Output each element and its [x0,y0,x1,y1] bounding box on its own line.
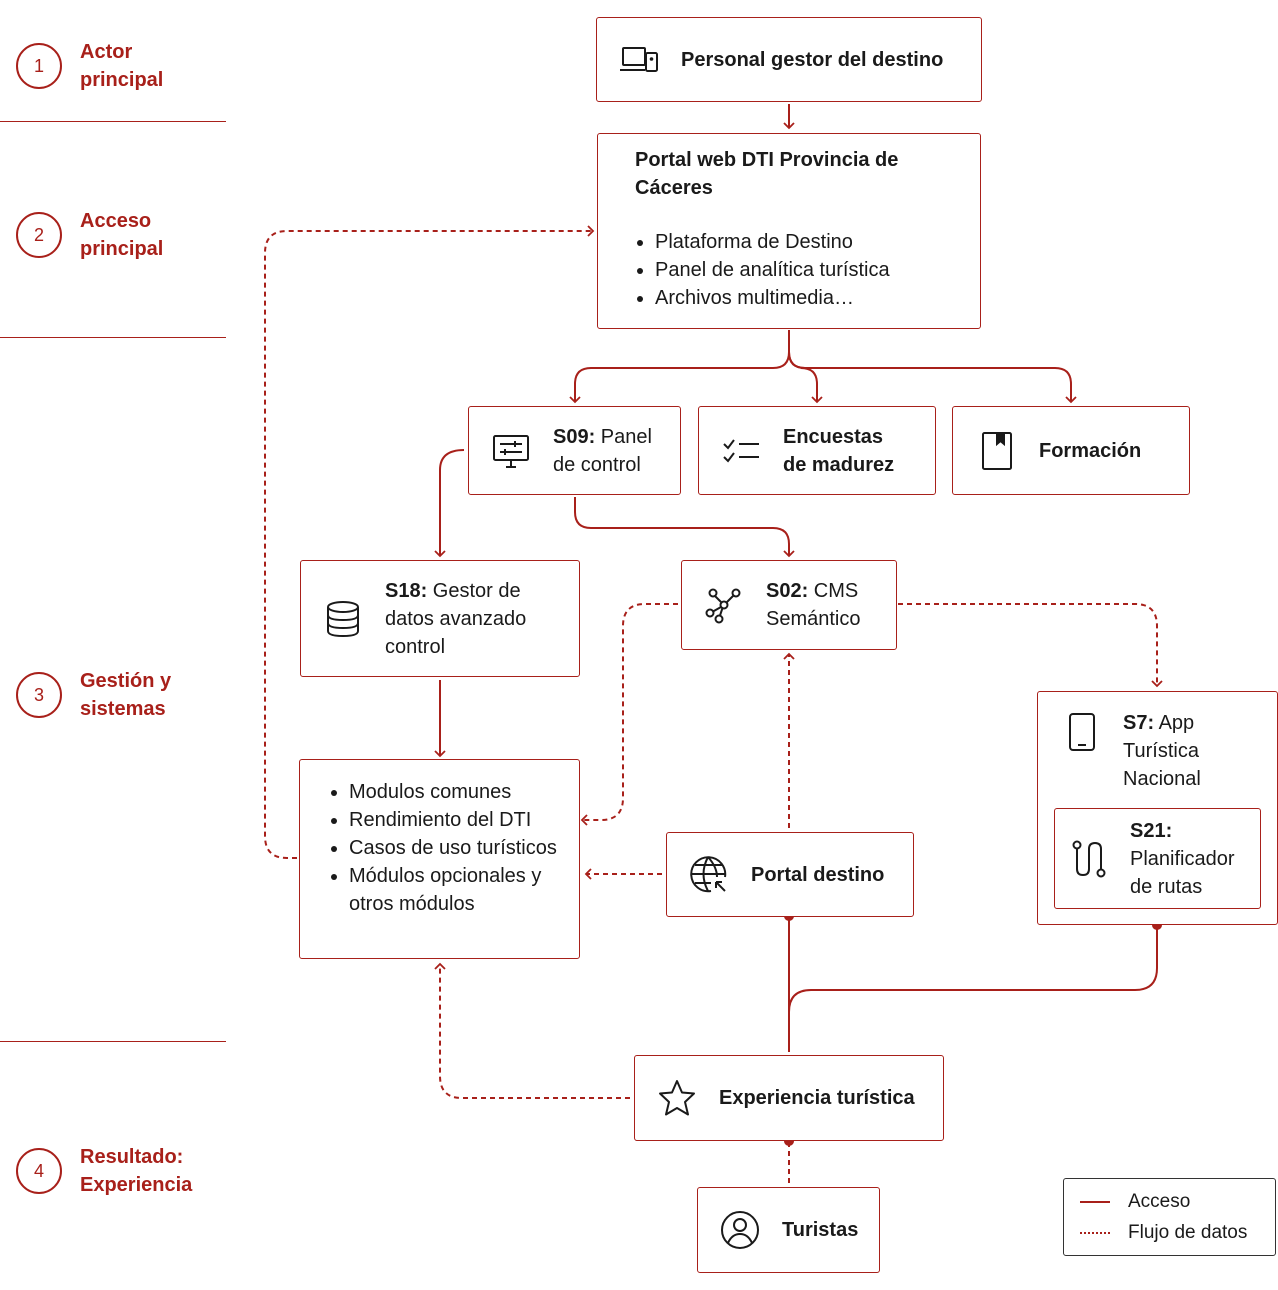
node-label: Experiencia turística [719,1087,915,1109]
globe-cursor-icon [687,853,731,897]
node-modulos: Modulos comunes Rendimiento del DTI Caso… [299,759,580,959]
access-link-portal-s09 [569,330,790,404]
legend-label: Flujo de datos [1128,1222,1248,1243]
node-experiencia-turistica: Experiencia turística [634,1055,944,1141]
access-link-s09-s02 [574,497,795,558]
access-link-s7-experiencia [788,924,1158,1013]
route-icon [1067,837,1111,881]
node-bullet-list: Plataforma de Destino Panel de analítica… [635,228,962,312]
node-label: Turistas [782,1219,859,1241]
star-icon [655,1076,699,1120]
node-personal-gestor: Personal gestor del destino [596,17,982,102]
legend-label: Acceso [1128,1191,1191,1212]
data-flow-modules-portal [264,225,595,859]
list-item: Modulos comunes [349,778,569,806]
stage-number: 4 [16,1148,62,1194]
stage-4: 4 Resultado:Experiencia [16,1143,220,1199]
node-label: Portal destino [751,863,885,886]
node-title: Portal web DTI Provincia de Cáceres [635,149,899,199]
data-flow-s02-s7 [898,603,1163,688]
stage-label: Resultado:Experiencia [80,1146,193,1196]
node-turistas: Turistas [697,1187,880,1273]
access-link-s09-s18 [434,449,465,558]
access-link-portal-formacion [788,351,1077,404]
list-item: Rendimiento del DTI [349,806,569,834]
legend-solid-swatch [1080,1201,1110,1203]
devices-icon [617,38,661,82]
legend-dashed-swatch [1080,1232,1110,1234]
legend: Acceso Flujo de datos [1063,1178,1276,1256]
access-link-portal-encuestas [788,351,823,404]
list-item: Módulos opcionales y otros módulos [349,862,569,918]
share-nodes-icon [702,583,746,627]
node-portal-destino: Portal destino [666,832,914,917]
data-flow-s02-modules [580,603,678,826]
node-portal-web-dti: Portal web DTI Provincia de Cáceres Plat… [597,133,981,329]
node-formacion: Formación [952,406,1190,495]
book-icon [975,429,1019,473]
stage-number: 3 [16,672,62,718]
list-item: Plataforma de Destino [655,228,962,256]
stage-number: 2 [16,212,62,258]
checklist-icon [719,429,763,473]
stage-divider [0,1041,226,1042]
database-icon [321,597,365,641]
stage-divider [0,121,226,122]
data-flow-experiencia-modules [434,962,630,1099]
legend-item-flujo: Flujo de datos [1080,1222,1247,1244]
node-label: Personal gestor del destino [681,48,944,71]
node-label: Formación [1039,439,1142,462]
node-bullet-list: Modulos comunes Rendimiento del DTI Caso… [329,778,569,918]
stage-divider [0,337,226,338]
list-item: Archivos multimedia… [655,284,962,312]
stage-number: 1 [16,43,62,89]
user-circle-icon [718,1208,762,1252]
dashboard-monitor-icon [489,429,533,473]
list-item: Casos de uso turísticos [349,834,569,862]
legend-item-acceso: Acceso [1080,1191,1190,1213]
smartphone-icon [1060,710,1104,754]
list-item: Panel de analítica turística [655,256,962,284]
